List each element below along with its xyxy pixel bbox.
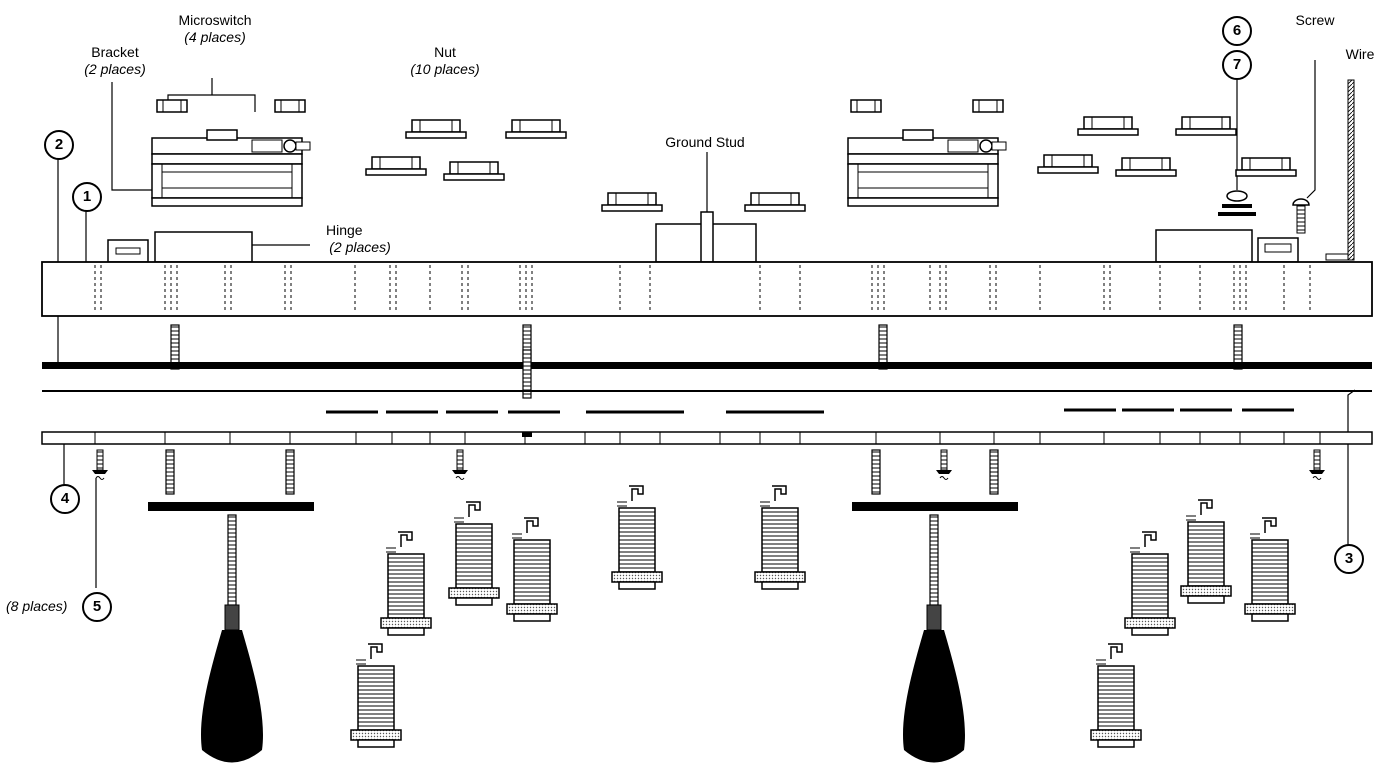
screw-label: Screw (1285, 12, 1345, 29)
callout-4: 4 (50, 484, 80, 514)
hinge-label: Hinge (2 places) (300, 222, 420, 256)
wire-label-text: Wire (1345, 46, 1375, 62)
callout-5: 5 (82, 592, 112, 622)
wire-label: Wire (1338, 46, 1382, 63)
nut-label: Nut (10 places) (395, 44, 495, 78)
callout-1: 1 (72, 182, 102, 212)
long-stud (522, 349, 532, 399)
microswitch-label-text: Microswitch (178, 12, 252, 28)
nut-label-text: Nut (434, 44, 456, 60)
nut-qty: (10 places) (410, 61, 480, 77)
microswitch-right (847, 99, 1007, 207)
microswitch-label: Microswitch (4 places) (160, 12, 270, 46)
bracket-label-text: Bracket (91, 44, 139, 60)
nuts (365, 116, 1297, 212)
screw-wire (1292, 79, 1355, 261)
ground-stud-label: Ground Stud (640, 134, 770, 151)
handle-left (148, 449, 314, 764)
fastener-qty-label: (8 places) (6, 598, 68, 614)
callout-6: 6 (1222, 16, 1252, 46)
lamp-sockets (350, 485, 1296, 748)
bracket-qty: (2 places) (84, 61, 146, 77)
microswitch-left (151, 99, 311, 207)
ground-stud (655, 211, 757, 263)
callout-2: 2 (44, 130, 74, 160)
ground-stud-label-text: Ground Stud (665, 134, 745, 150)
hinge-qty: (2 places) (329, 239, 391, 255)
small-screws (91, 449, 1326, 480)
callout-7: 7 (1222, 50, 1252, 80)
washer-stack (1218, 190, 1256, 216)
microswitch-qty: (4 places) (184, 29, 246, 45)
handle-right (852, 449, 1018, 764)
callout-3: 3 (1334, 544, 1364, 574)
back-plate (41, 431, 1373, 445)
screw-label-text: Screw (1295, 12, 1335, 28)
film-layer (42, 390, 1372, 414)
main-panel (41, 261, 1373, 317)
bracket-label: Bracket (2 places) (70, 44, 160, 78)
hinges (107, 229, 1299, 263)
hinge-label-text: Hinge (326, 222, 363, 238)
gasket (42, 362, 1372, 369)
